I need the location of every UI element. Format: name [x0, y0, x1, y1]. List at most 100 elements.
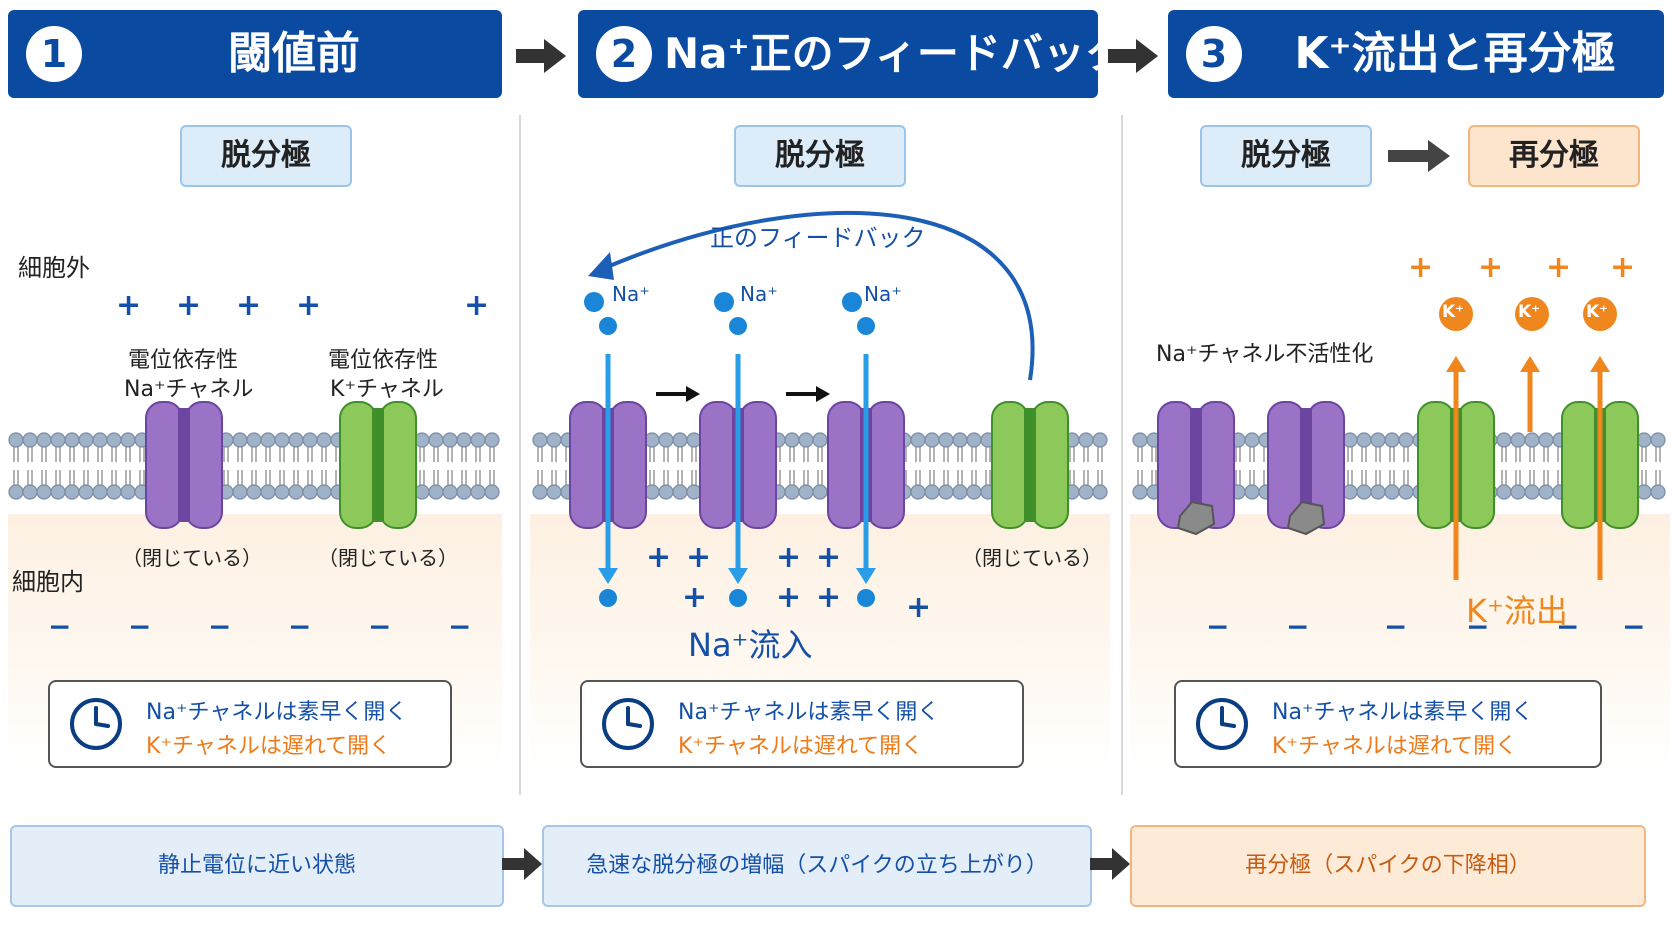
positive-charge: +: [776, 540, 802, 575]
positive-charge: +: [176, 288, 202, 323]
summary-phase-1: 静止電位に近い状態: [10, 825, 504, 907]
sodium-ion: [857, 589, 875, 607]
extracellular-label: 細胞外: [18, 254, 90, 282]
propagation-arrow-head: [816, 386, 830, 402]
na-influx-label: Na⁺流入: [688, 626, 813, 664]
na-channel: [145, 401, 223, 529]
clock-icon: [1196, 698, 1248, 750]
panel-divider: [519, 115, 521, 795]
sodium-ion: [729, 589, 747, 607]
na-timing-text: Na⁺チャネルは素早く開く: [146, 700, 408, 725]
timing-note-2: Na⁺チャネルは素早く開く K⁺チャネルは遅れて開く: [580, 680, 1024, 768]
panel-title: K⁺流出と再分極: [1294, 28, 1616, 79]
summary-phase-2: 急速な脱分極の増幅（スパイクの立ち上がり）: [542, 825, 1092, 907]
k-timing-text: K⁺チャネルは遅れて開く: [146, 734, 392, 759]
negative-charge: −: [368, 610, 392, 643]
k-efflux-arrow-head: [1590, 356, 1610, 372]
sodium-ion: [599, 317, 617, 335]
na-timing-text: Na⁺チャネルは素早く開く: [1272, 700, 1534, 725]
negative-charge: −: [1286, 610, 1310, 643]
arrow-right-icon: [516, 39, 566, 73]
positive-charge: +: [906, 590, 932, 625]
potassium-ion: [1583, 297, 1617, 331]
closed-label: （閉じている）: [318, 546, 458, 570]
sodium-ion: [714, 292, 734, 312]
panel-divider: [1121, 115, 1123, 795]
closed-label: （閉じている）: [962, 546, 1102, 570]
step-number: 2: [596, 26, 652, 82]
closed-label: （閉じている）: [122, 546, 262, 570]
potassium-ion: [1439, 297, 1473, 331]
k-ion-label: K⁺: [1518, 302, 1541, 322]
sodium-ion: [599, 589, 617, 607]
na-influx-arrow-head: [728, 568, 748, 584]
panel-title: Na⁺正のフィードバック: [664, 29, 1127, 78]
na-inactivated-label: Na⁺チャネル不活性化: [1156, 342, 1374, 367]
potassium-ion: [1515, 297, 1549, 331]
propagation-arrow-head: [686, 386, 700, 402]
na-influx-arrow-head: [856, 568, 876, 584]
k-channel-label-line2: K⁺チャネル: [330, 377, 444, 402]
positive-charge: +: [776, 580, 802, 615]
panel-title: 閾値前: [228, 28, 360, 79]
negative-charge: −: [448, 610, 472, 643]
sodium-ion: [842, 292, 862, 312]
negative-charge: −: [208, 610, 232, 643]
k-timing-text: K⁺チャネルは遅れて開く: [1272, 734, 1518, 759]
na-channel-label-line1: 電位依存性: [128, 348, 239, 373]
arrow-right-icon: [1090, 848, 1130, 880]
negative-charge: −: [48, 610, 72, 643]
feedback-arrow-icon: [599, 210, 1035, 381]
na-channel: [1157, 401, 1235, 529]
state-label: 脱分極: [180, 125, 352, 187]
k-channel: [1561, 401, 1639, 529]
k-timing-text: K⁺チャネルは遅れて開く: [678, 734, 924, 759]
clock-icon: [70, 698, 122, 750]
arrow-right-icon: [502, 848, 542, 880]
negative-charge: −: [1384, 610, 1408, 643]
arrow-right-icon: [1108, 39, 1158, 73]
panel-2-header: 2 Na⁺正のフィードバック: [578, 10, 1127, 98]
na-ion-label: Na⁺: [864, 282, 902, 306]
na-channel: [827, 401, 905, 529]
k-efflux-arrow-head: [1520, 356, 1540, 372]
positive-charge: +: [116, 288, 142, 323]
step-number: 1: [26, 26, 82, 82]
k-ion-label: K⁺: [1442, 302, 1465, 322]
intracellular-label: 細胞内: [12, 568, 84, 596]
timing-note-1: Na⁺チャネルは素早く開く K⁺チャネルは遅れて開く: [48, 680, 452, 768]
k-efflux-label: K⁺流出: [1466, 592, 1568, 630]
arrow-right-icon: [1388, 140, 1450, 172]
step-number: 3: [1186, 26, 1242, 82]
lipid-bilayer: [8, 432, 500, 500]
panel-1-header: 1 閾値前: [8, 10, 502, 98]
positive-charge: +: [236, 288, 262, 323]
sodium-ion: [729, 317, 747, 335]
na-timing-text: Na⁺チャネルは素早く開く: [678, 700, 940, 725]
na-ion-label: Na⁺: [612, 282, 650, 306]
na-channel: [1267, 401, 1345, 529]
positive-charge: +: [816, 580, 842, 615]
positive-charge: +: [1408, 250, 1434, 285]
na-channel-label-line2: Na⁺チャネル: [124, 377, 254, 402]
negative-charge: −: [1206, 610, 1230, 643]
sodium-ion: [857, 317, 875, 335]
inactivation-gate: [1286, 500, 1326, 536]
k-channel: [339, 401, 417, 529]
negative-charge: −: [1466, 610, 1490, 643]
negative-charge: −: [128, 610, 152, 643]
inactivation-gate: [1176, 500, 1216, 536]
panel-3-header: 3 K⁺流出と再分極: [1168, 10, 1664, 98]
k-ion-label: K⁺: [1586, 302, 1609, 322]
k-channel: [991, 401, 1069, 529]
na-ion-label: Na⁺: [740, 282, 778, 306]
positive-charge: +: [646, 540, 672, 575]
feedback-label: 正のフィードバック: [710, 224, 926, 252]
feedback-arrow-head: [588, 252, 614, 280]
sodium-ion: [584, 292, 604, 312]
positive-charge: +: [1546, 250, 1572, 285]
negative-charge: −: [1622, 610, 1646, 643]
negative-charge: −: [1556, 610, 1580, 643]
timing-note-3: Na⁺チャネルは素早く開く K⁺チャネルは遅れて開く: [1174, 680, 1602, 768]
